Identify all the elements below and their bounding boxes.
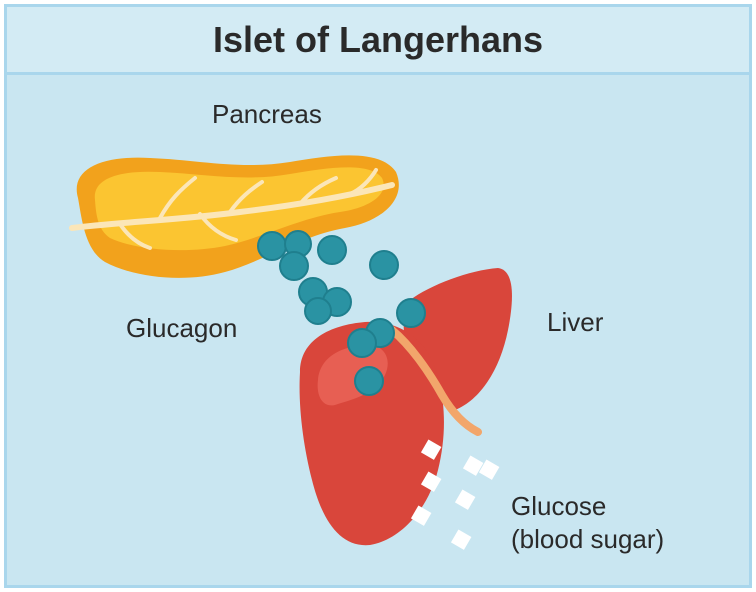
glucagon-molecule [304,297,332,325]
glucose-particle [420,471,442,492]
diagram-title: Islet of Langerhans [212,18,544,60]
glucagon-molecules [257,230,426,396]
glucagon-label: Glucagon [126,313,238,343]
liver-organ [299,268,512,546]
pancreas-organ [69,155,399,278]
glucagon-molecule [279,251,309,281]
glucose-label-line2: (blood sugar) [511,523,665,554]
glucose-particle [454,489,476,510]
glucose-particle [462,455,484,476]
glucose-particle [450,529,472,550]
glucagon-molecule [347,328,377,358]
glucose-particle [478,459,500,480]
glucose-label-line1: Glucose [511,491,607,521]
glucagon-molecule [396,298,426,328]
glucagon-molecule [369,250,399,280]
glucose-label: Glucose (blood sugar) [511,490,664,555]
glucagon-molecule [317,235,347,265]
title-bar: Islet of Langerhans [7,7,749,75]
pancreas-label: Pancreas [212,99,322,129]
glucose-particle [410,505,432,526]
glucagon-molecule [257,231,287,261]
glucose-particle [420,439,442,460]
liver-label: Liver [547,307,604,337]
glucose-particles [410,439,500,550]
glucagon-molecule [354,366,384,396]
